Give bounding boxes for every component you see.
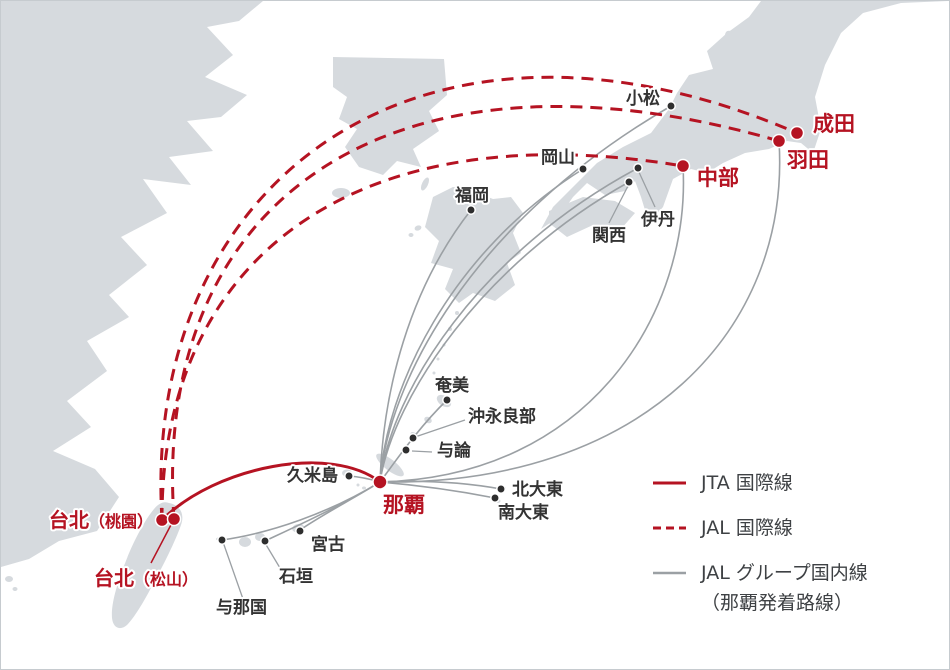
route-naha-haneda (379, 140, 781, 483)
city-dot-ishigaki (260, 536, 270, 546)
island-goto-2 (408, 233, 414, 237)
landmass-taiwan (111, 502, 183, 629)
pointers-layer (150, 169, 656, 600)
city-dot-itami (633, 163, 643, 173)
city-dot-kumejima (344, 471, 354, 481)
yonaguni-pointer (222, 541, 244, 600)
landmass-shikoku (549, 197, 635, 237)
city-label-kumejima: 久米島 (287, 465, 338, 486)
legend-label-jal-international: JAL 国際線 (701, 517, 793, 539)
route-naha-kansai (379, 181, 630, 483)
itami-pointer (637, 169, 656, 208)
city-label-naha: 那覇 (383, 493, 425, 517)
legend-swatch-dashed-red-icon (653, 526, 686, 530)
city-dot-taipei-taoyuan (154, 512, 170, 528)
city-dot-amami (442, 395, 452, 405)
city-label-chubu: 中部 (697, 166, 739, 190)
island-kerama-2 (356, 483, 360, 487)
city-dot-okayama (578, 164, 588, 174)
route-naha-kitadaito (379, 480, 502, 490)
island-tokara-5 (432, 371, 436, 375)
island-tanegashima (489, 265, 497, 281)
city-label-amami: 奄美 (434, 375, 470, 396)
legend-item-jal-international: JAL 国際線 (653, 516, 868, 541)
city-label-okinoerabu: 沖永良部 (468, 406, 536, 427)
route-naha-chubu (379, 165, 685, 483)
city-dot-kitadaito (496, 484, 506, 494)
songshan-pointer (150, 520, 174, 564)
island-sado (724, 30, 740, 52)
city-dot-okinoerabu (408, 433, 418, 443)
city-label-haneda: 羽田 (787, 148, 829, 172)
island-tsushima (420, 177, 430, 191)
island-kerama-1 (362, 486, 366, 490)
route-taoyuan-chubu (160, 153, 684, 521)
ishigaki-pointer (264, 542, 281, 569)
city-dot-kansai (624, 177, 634, 187)
landmass-korea (333, 57, 447, 175)
legend-label-jta-international: JTA 国際線 (701, 472, 793, 494)
island-jeju (332, 188, 350, 198)
legend-swatch-solid-gray-icon (653, 571, 686, 575)
legend-item-jal-domestic: JAL グループ国内線 （那覇発着路線） (653, 561, 868, 616)
city-dot-komatsu (666, 101, 676, 111)
kansai-pointer (608, 183, 630, 224)
routes-layer (159, 75, 798, 542)
legend-label-jal-domestic: JAL グループ国内線 （那覇発着路線） (701, 561, 868, 616)
city-label-kansai: 関西 (592, 226, 626, 246)
landmass-kyushu (425, 187, 523, 303)
city-dot-minamidaito (490, 493, 500, 503)
dots-layer (154, 101, 805, 546)
legend-item-jta-international: JTA 国際線 (653, 471, 868, 496)
city-label-okayama: 岡山 (541, 148, 575, 168)
route-taoyuan-narita (159, 75, 798, 521)
city-label-minamidaito: 南大東 (498, 502, 549, 523)
landmass-honshu (541, 1, 948, 229)
island-goto-1 (414, 225, 422, 231)
legend-label-jal-domestic-line2: （那覇発着路線） (701, 592, 854, 614)
city-label-taipei-taoyuan: 台北（桃園） (49, 508, 153, 532)
yoron-pointer (411, 450, 433, 453)
route-naha-okayama (379, 168, 584, 483)
city-dot-haneda (771, 133, 787, 149)
island-penghu-1 (5, 576, 13, 582)
island-iki (435, 197, 441, 201)
legend: JTA 国際線 JAL 国際線 JAL グループ国内線 （那覇発着路線） (653, 471, 868, 636)
city-dot-miyako (295, 526, 305, 536)
city-label-komatsu: 小松 (626, 88, 660, 109)
city-label-taipei-songshan: 台北（松山） (94, 566, 198, 590)
city-label-yoron: 与論 (437, 440, 472, 461)
route-songshan-haneda (171, 105, 780, 520)
route-naha-minamidaito (379, 481, 496, 499)
island-iriomote (239, 537, 251, 547)
city-label-itami: 伊丹 (640, 209, 675, 230)
route-naha-taoyuan (160, 461, 381, 522)
route-naha-itami (379, 167, 639, 483)
route-naha-yonaguni (221, 481, 381, 541)
city-dot-yonaguni (217, 535, 227, 545)
city-dot-taipei-songshan (166, 511, 182, 527)
city-dot-chubu (675, 158, 691, 174)
island-tokara-1 (455, 311, 459, 315)
city-dot-yoron (401, 445, 411, 455)
okinoerabu-pointer (414, 419, 466, 438)
landmass-china (1, 1, 263, 567)
city-label-yonaguni: 与那国 (216, 598, 267, 618)
city-label-miyako: 宮古 (311, 534, 345, 555)
city-label-kitadaito: 北大東 (512, 479, 563, 500)
city-label-ishigaki: 石垣 (278, 567, 313, 587)
city-dot-fukuoka (466, 205, 476, 215)
legend-swatch-solid-red-icon (653, 481, 686, 485)
island-penghu-2 (12, 587, 18, 591)
legend-label-jal-domestic-line1: JAL グループ国内線 (701, 562, 868, 584)
route-naha-fukuoka (379, 209, 472, 483)
city-dot-narita (789, 125, 805, 141)
city-label-fukuoka: 福岡 (454, 185, 489, 206)
island-tokara-4 (436, 357, 440, 361)
city-dot-naha (372, 474, 388, 490)
city-label-narita: 成田 (813, 112, 855, 136)
